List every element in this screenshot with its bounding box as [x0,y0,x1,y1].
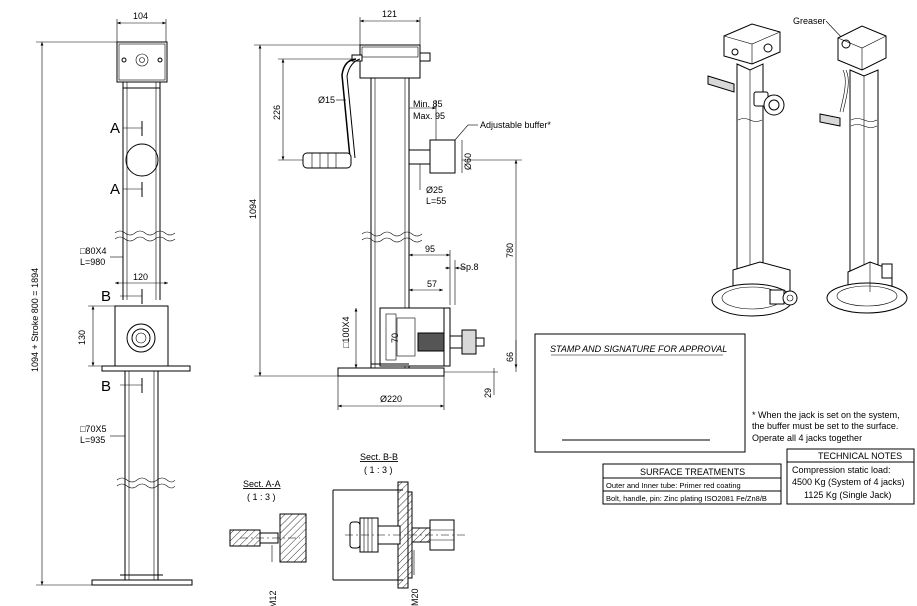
section-b-bottom-label: B [101,378,111,395]
dim-sp-8: Sp.8 [460,262,479,272]
front-view: 104 A A □80X4 L=980 120 B [30,11,193,586]
section-b-title: Sect. B-B [360,452,398,462]
surface-treatments-table: SURFACE TREATMENTS Outer and Inner tube:… [602,463,782,505]
stamp-title: STAMP AND SIGNATURE FOR APPROVAL [550,344,727,354]
section-a-title: Sect. A-A [243,479,281,489]
dim-max-95: Max. 95 [413,111,445,121]
dim-120: 120 [133,272,148,282]
dim-dia-25: Ø25 [426,185,443,195]
dim-29: 29 [483,388,493,398]
side-view: 121 Ø15 226 Min. 85 Max. 95 [248,9,551,410]
section-b-scale: ( 1 : 3 ) [364,465,393,475]
dim-104: 104 [133,11,148,21]
technical-note-row: 4500 Kg (System of 4 jacks) [792,477,905,487]
dim-95: 95 [425,244,435,254]
tube-inner-length: L=935 [80,435,105,445]
dim-m12: M12 [268,590,278,606]
dim-len-55: L=55 [426,196,446,206]
dim-121: 121 [382,9,397,19]
notes: * When the jack is set on the system, th… [752,410,900,443]
dim-min-85: Min. 85 [413,99,443,109]
section-a-top-label: A [110,120,120,137]
tube-outer-length: L=980 [80,257,105,267]
dim-57: 57 [427,279,437,289]
technical-note-row: 1125 Kg (Single Jack) [804,490,891,500]
dim-dia-15: Ø15 [318,95,335,105]
dim-dia-60: Ø60 [463,153,473,170]
dim-66: 66 [505,352,515,362]
section-b-top-label: B [101,288,111,305]
surface-treatment-row: Bolt, handle, pin: Zinc plating ISO2081 … [606,494,767,503]
note-line-2: the buffer must be set to the surface. [752,421,898,431]
dim-sq-100x4: □100X4 [341,317,351,348]
jack-3d-view-right: Greaser [793,16,908,314]
dim-m20: M20 [410,588,420,606]
tube-inner-label: □70X5 [80,424,106,434]
dim-70: 70 [390,333,400,343]
technical-note-row: Compression static load: [792,465,891,475]
dim-780: 780 [505,243,515,258]
stamp-box: STAMP AND SIGNATURE FOR APPROVAL [534,333,746,453]
dim-total-height: 1094 + Stroke 800 = 1894 [30,268,40,372]
dim-130: 130 [77,330,87,345]
greaser-label: Greaser [793,16,826,26]
surface-treatments-title: SURFACE TREATMENTS [640,467,745,477]
dim-dia-220: Ø220 [380,394,402,404]
surface-treatment-row: Outer and Inner tube: Primer red coating [606,481,741,490]
dim-226: 226 [272,105,282,120]
section-a-bottom-label: A [110,181,120,198]
tube-outer-label: □80X4 [80,246,106,256]
note-line-3: Operate all 4 jacks together [752,433,862,443]
section-a-a: Sect. A-A ( 1 : 3 ) M12 [229,479,307,606]
technical-notes-table: TECHNICAL NOTES Compression static load:… [786,448,915,505]
section-a-scale: ( 1 : 3 ) [247,492,276,502]
jack-3d-view-left [707,23,798,317]
adjustable-buffer-label: Adjustable buffer* [480,120,551,130]
section-b-b: Sect. B-B ( 1 : 3 ) M20 [332,452,465,606]
note-line-1: * When the jack is set on the system, [752,410,900,420]
technical-notes-title: TECHNICAL NOTES [818,451,902,461]
dim-1094: 1094 [248,199,258,219]
